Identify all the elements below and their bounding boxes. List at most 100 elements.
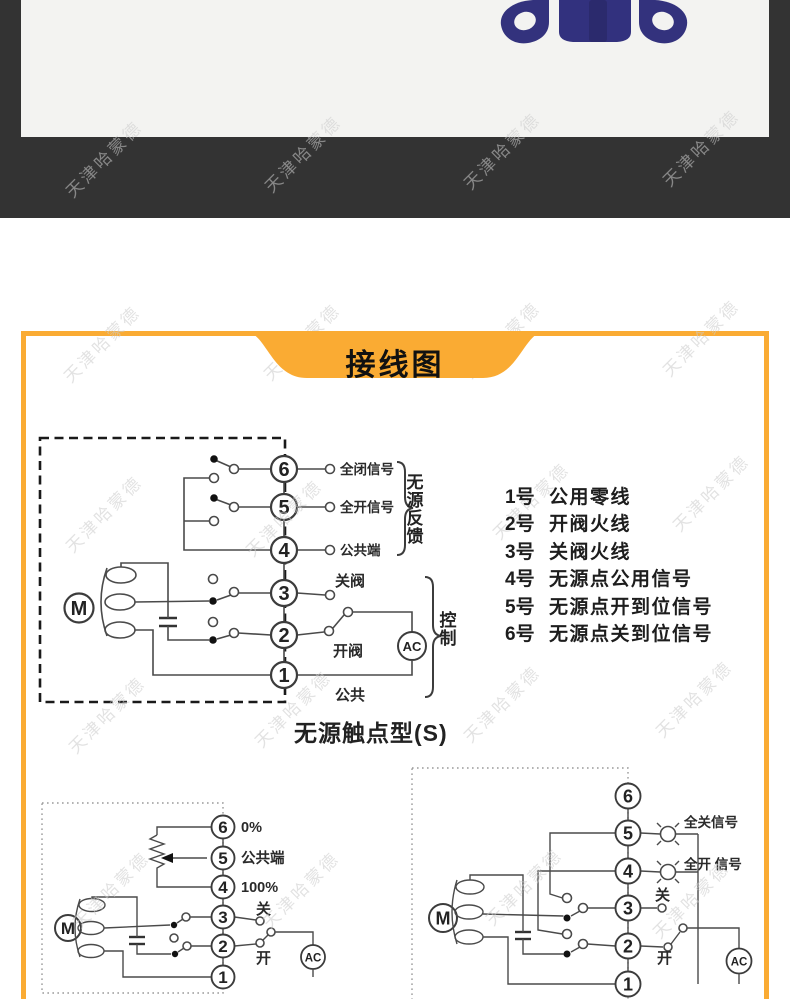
svg-text:0%: 0%: [241, 820, 262, 836]
svg-text:2: 2: [218, 937, 227, 956]
svg-text:5: 5: [278, 497, 289, 519]
svg-text:开阀: 开阀: [333, 642, 363, 660]
capacitor-symbol: [129, 935, 145, 946]
feedback-brace: [396, 461, 414, 556]
actuator-dotted-box: [41, 802, 224, 994]
motor-wiring: [120, 562, 270, 676]
terminal-6: 6: [614, 782, 642, 810]
terminal-2: 2: [614, 932, 642, 960]
svg-text:3: 3: [278, 583, 289, 605]
capacitor-symbol: [159, 616, 177, 628]
svg-text:M: M: [71, 598, 88, 620]
actuator-dotted-box: [411, 767, 629, 999]
full-open-lamp: 全开 信号: [640, 856, 742, 884]
diagram-caption: 无源触点型(S): [294, 720, 448, 746]
product-body-ridge: [589, 0, 607, 42]
wiring-card: [21, 331, 769, 999]
feedback-brace-label: 无源反馈: [406, 473, 424, 546]
terminal-6: 6: [210, 814, 236, 840]
svg-text:AC: AC: [731, 957, 748, 969]
motor-symbol: M: [54, 897, 106, 959]
svg-text:6: 6: [278, 459, 289, 481]
svg-text:关: 关: [256, 900, 271, 918]
motor-wiring: [469, 874, 616, 985]
wiring-diagram-potentiometer: M: [41, 802, 326, 994]
feedback-switches: [183, 455, 271, 551]
wiper-arrowhead: [161, 853, 173, 863]
terminal-desc: 无源点关到位信号: [549, 624, 714, 646]
svg-text:AC: AC: [403, 639, 422, 654]
terminal-number: 1号: [505, 487, 535, 508]
control-switches: [169, 912, 212, 958]
list-item: 2号开阀火线: [505, 511, 713, 538]
terminal-4: 4: [269, 535, 299, 565]
svg-text:公共端: 公共端: [241, 849, 285, 867]
svg-text:4: 4: [218, 878, 228, 897]
open-contact-ac-loop: AC: [234, 927, 326, 977]
product-photo-area: [21, 0, 769, 137]
terminal-5: 5: [614, 819, 642, 847]
svg-text:1: 1: [218, 968, 227, 987]
product-left-hole: [514, 11, 536, 31]
page-title: 接线图: [345, 349, 445, 382]
svg-text:公共: 公共: [335, 687, 365, 704]
terminal-desc: 开阀火线: [549, 514, 632, 536]
svg-text:1: 1: [623, 975, 633, 995]
terminal-number: 5号: [505, 596, 535, 618]
close-contact: 关: [640, 886, 670, 913]
wiring-diagram-passive-contact: M: [38, 436, 442, 704]
control-brace-label: 控制: [439, 611, 457, 648]
product-right-hole: [652, 11, 674, 31]
svg-text:3: 3: [218, 908, 227, 927]
banner-tab-shape: [245, 331, 545, 378]
terminal-3: 3: [614, 894, 642, 922]
svg-text:3: 3: [623, 899, 633, 919]
terminal-5: 5: [210, 845, 236, 871]
blue-valve-product-image: [500, 0, 688, 44]
svg-text:全开 信号: 全开 信号: [683, 856, 742, 872]
terminal-4: 4: [210, 874, 236, 900]
svg-text:AC: AC: [305, 953, 322, 965]
svg-text:全关信号: 全关信号: [683, 814, 738, 830]
terminal-1: 1: [614, 970, 642, 998]
terminal-6-stub: 全闭信号: [297, 461, 394, 477]
capacitor-symbol: [515, 930, 531, 941]
potentiometer-symbol: [147, 826, 212, 888]
terminal-4-stub: 公共端: [297, 542, 381, 558]
close-contact: [234, 916, 265, 926]
wiring-diagram-lamp-signal: M: [411, 767, 753, 999]
list-item: 4号无源点公用信号: [505, 566, 713, 593]
svg-text:M: M: [61, 919, 75, 938]
list-item: 3号关阀火线: [505, 539, 713, 566]
svg-text:2: 2: [278, 625, 289, 647]
svg-text:4: 4: [278, 540, 290, 562]
lamp-bus: [675, 833, 699, 984]
control-switches: [561, 892, 616, 958]
terminal-desc: 公用零线: [549, 487, 632, 508]
terminal-2-stub-ac-loop: 开阀 AC: [296, 606, 427, 661]
terminal-2: 2: [269, 620, 299, 650]
list-item: 6号无源点关到位信号: [505, 621, 713, 648]
terminal-1: 1: [210, 964, 236, 990]
terminal-3-stub: 关阀: [296, 572, 365, 601]
control-brace: [424, 576, 442, 698]
terminal-number: 4号: [505, 569, 535, 591]
terminal-desc: 关阀火线: [549, 541, 632, 563]
terminal-desc: 无源点公用信号: [549, 569, 693, 591]
svg-text:6: 6: [218, 818, 227, 837]
terminal-labels: 0% 公共端 100% 关 开: [241, 820, 285, 967]
actuator-dashed-box: [38, 436, 287, 704]
svg-text:M: M: [436, 909, 451, 929]
full-close-lamp: 全关信号: [640, 814, 738, 846]
motor-symbol: M: [428, 879, 485, 945]
svg-text:关: 关: [655, 886, 670, 904]
terminal-1-stub: 公共: [297, 660, 413, 704]
motor-wiring: [91, 896, 235, 978]
svg-text:1: 1: [278, 665, 289, 687]
terminal-2: 2: [210, 933, 236, 959]
terminal-6: 6: [269, 454, 299, 484]
svg-text:公共端: 公共端: [340, 542, 381, 558]
motor-symbol: M: [63, 566, 137, 639]
svg-text:全闭信号: 全闭信号: [339, 461, 394, 477]
